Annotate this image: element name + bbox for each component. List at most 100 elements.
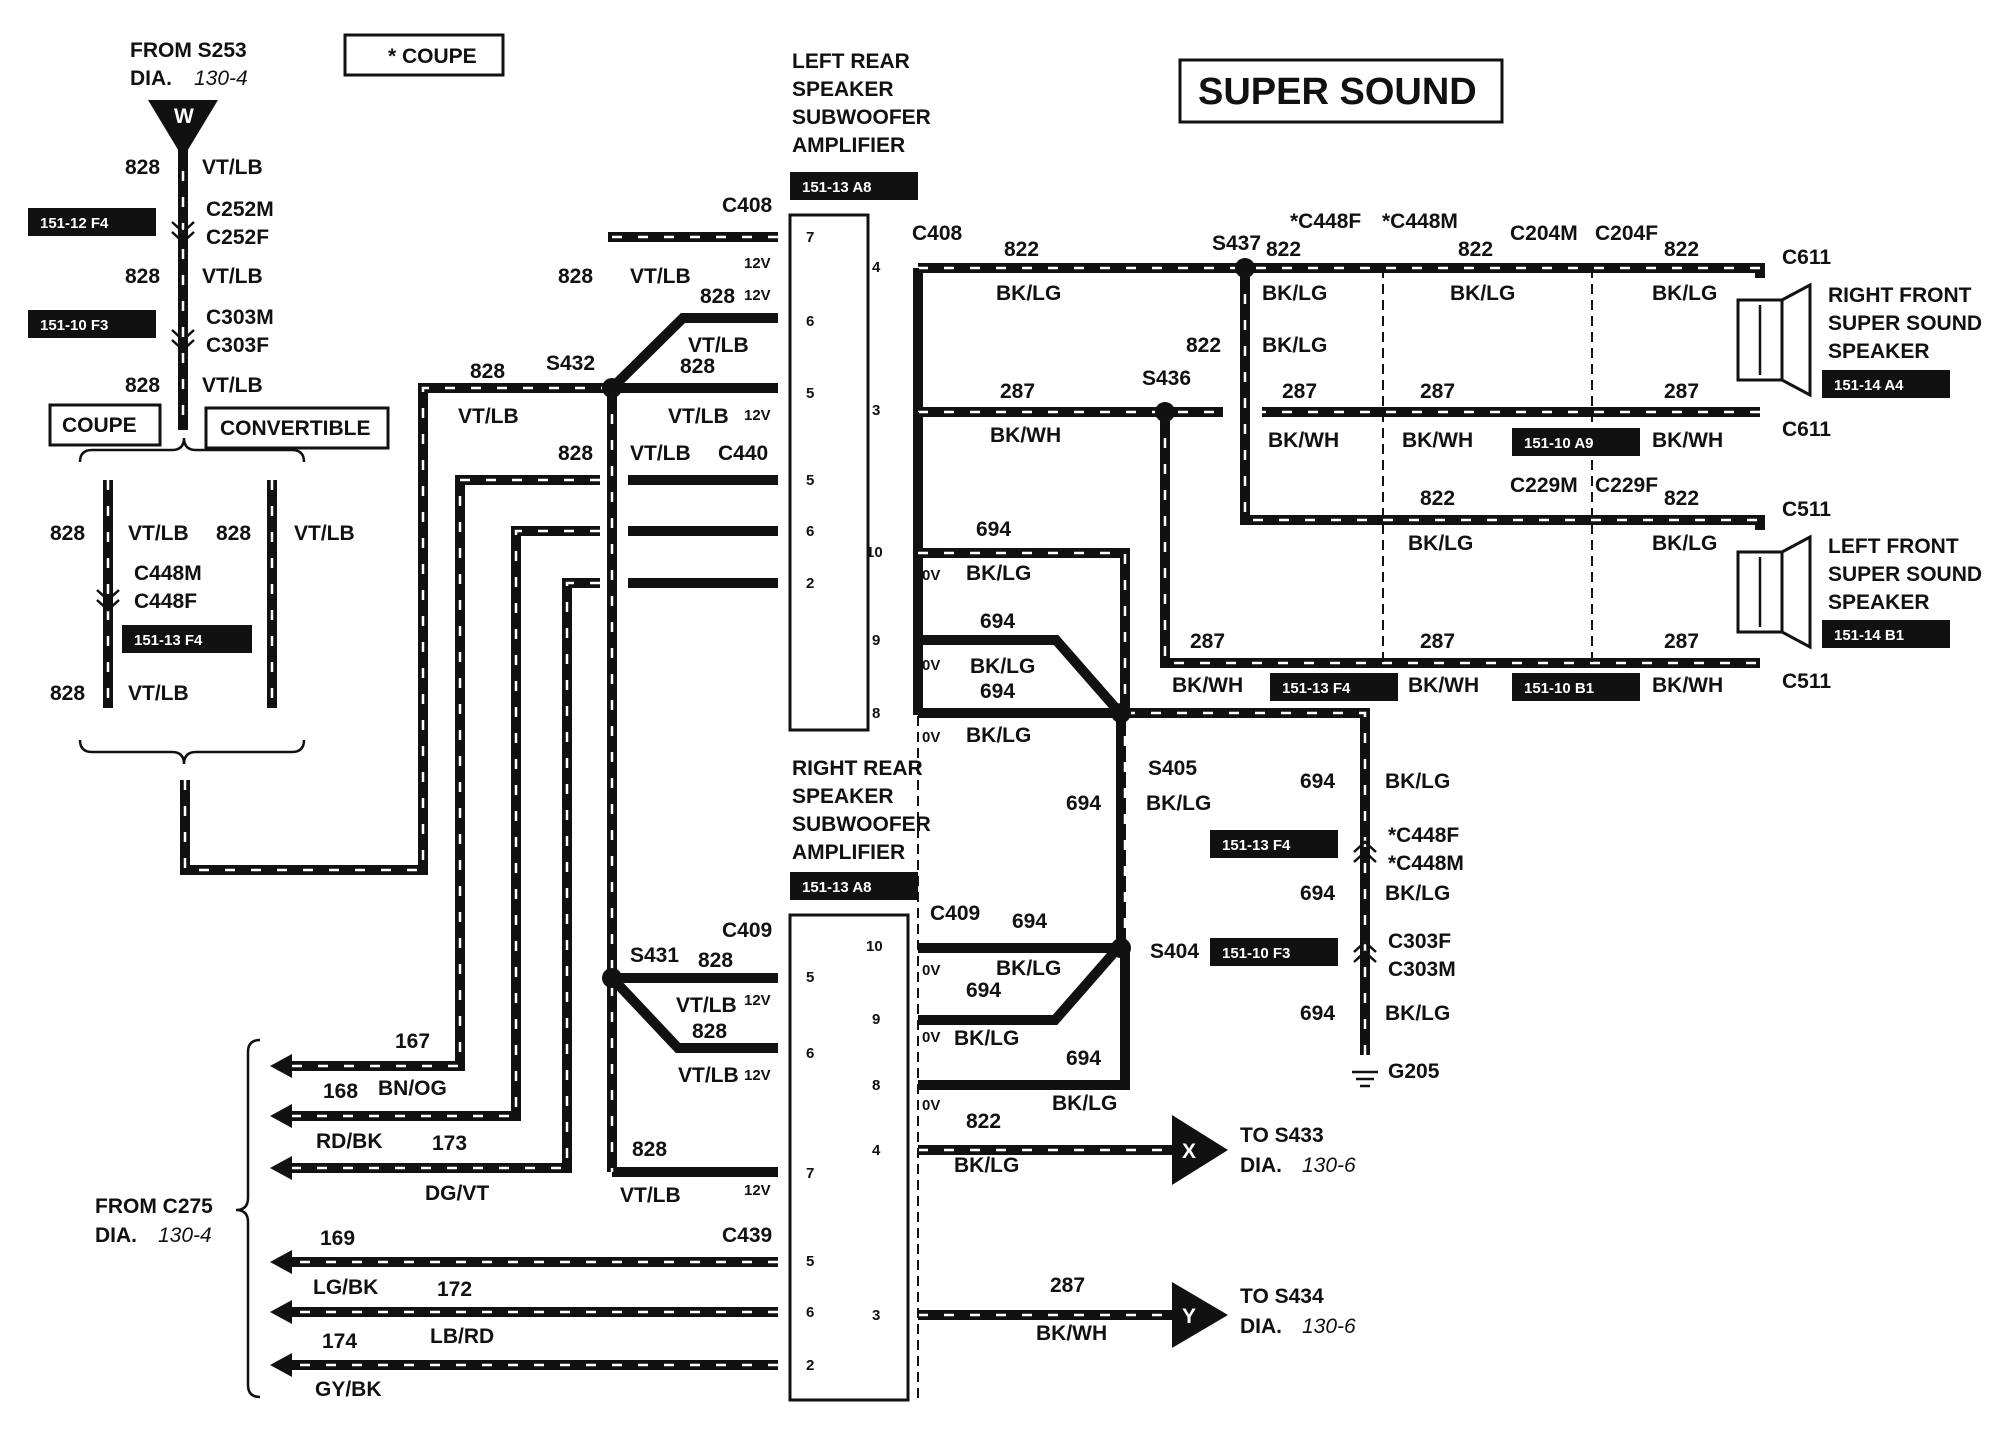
col-bklg-l: BK/LG	[1385, 770, 1450, 793]
arrow-173	[270, 1156, 292, 1180]
marker-y-label: Y	[1182, 1305, 1196, 1328]
col-lgbk: LG/BK	[313, 1276, 378, 1299]
pin-3-left: 3	[872, 402, 880, 419]
num-828-f: 828	[50, 682, 85, 705]
label-s405: S405	[1148, 757, 1197, 780]
col-bklg-a: BK/LG	[996, 282, 1061, 305]
wire-694-f	[918, 948, 1130, 1090]
col-bkwh-c: BK/WH	[1402, 429, 1473, 452]
col-bklg-r: BK/LG	[954, 1154, 1019, 1177]
conn-c252m: C252M	[206, 198, 274, 221]
pin-5b-right: 5	[806, 1253, 814, 1270]
pin-7-right: 7	[806, 1165, 814, 1182]
left-amp-line1: LEFT REAR	[792, 50, 910, 73]
num-822-c: 822	[1186, 334, 1221, 357]
col-bklg-e: BK/LG	[1652, 282, 1717, 305]
num-828-m: 828	[692, 1020, 727, 1043]
splice-s432	[602, 378, 622, 398]
conn-c229m: C229M	[1510, 474, 1578, 497]
num-287-c: 287	[1420, 380, 1455, 403]
volt-12v-c: 12V	[744, 407, 771, 424]
col-vtlb-c: VT/LB	[202, 374, 263, 397]
ref-box-3	[122, 625, 252, 653]
num-828-k: 828	[558, 442, 593, 465]
pin-5-right: 5	[806, 969, 814, 986]
col-vtlb-j: VT/LB	[668, 405, 729, 428]
volt-12v-d: 12V	[744, 992, 771, 1009]
conn-c448f: C448F	[134, 590, 197, 613]
wire-694-e	[918, 944, 1122, 1025]
num-828-b: 828	[125, 265, 160, 288]
label-coupe: COUPE	[62, 414, 137, 437]
c252-chevron	[171, 221, 195, 244]
right-amp-line1: RIGHT REAR	[792, 757, 923, 780]
c448-chevron	[96, 589, 120, 612]
volt-0v-f: 0V	[922, 1097, 940, 1114]
label-convertible: CONVERTIBLE	[220, 417, 371, 440]
ref-box-1	[28, 208, 156, 236]
marker-y	[1172, 1282, 1228, 1348]
conn-c229f: C229F	[1595, 474, 1658, 497]
conn-c448m-s: *C448M	[1382, 210, 1458, 233]
col-vtlb-f: VT/LB	[128, 682, 189, 705]
pin-3-right: 3	[872, 1307, 880, 1324]
pin-10-right: 10	[866, 938, 883, 955]
num-828-c: 828	[125, 374, 160, 397]
pin-2-left: 2	[806, 575, 814, 592]
pin-6b-right: 6	[806, 1304, 814, 1321]
to-s433-dia-num: 130-6	[1302, 1154, 1356, 1177]
volt-12v-a: 12V	[744, 255, 771, 272]
ref-12: 151-10 F3	[1222, 945, 1290, 962]
from-c275-dia: DIA.	[95, 1224, 137, 1247]
to-s433-dia: DIA.	[1240, 1154, 1282, 1177]
num-167: 167	[395, 1030, 430, 1053]
left-amp-line2: SPEAKER	[792, 78, 894, 101]
pin-6b-left: 6	[806, 523, 814, 540]
ref-box-9	[1512, 673, 1640, 701]
num-822-d: 822	[1458, 238, 1493, 261]
conn-c448f-s: *C448F	[1290, 210, 1361, 233]
volt-0v-a: 0V	[922, 567, 940, 584]
pin-5-left: 5	[806, 385, 814, 402]
num-287-d: 287	[1664, 380, 1699, 403]
col-lbrd: LB/RD	[430, 1325, 494, 1348]
ref-2: 151-10 F3	[40, 317, 108, 334]
legend-coupe: * COUPE	[388, 45, 477, 68]
col-bklg-h: BK/LG	[966, 562, 1031, 585]
right-amp-box	[788, 913, 910, 1402]
col-bklg-o: BK/LG	[996, 957, 1061, 980]
conn-c409a: C409	[722, 919, 772, 942]
num-287-g: 287	[1664, 630, 1699, 653]
num-828-i: 828	[700, 285, 735, 308]
pin-6-left: 6	[806, 313, 814, 330]
c448-g205-chevron	[1353, 840, 1377, 863]
ref-box-6	[1512, 428, 1640, 456]
pin-2-right: 2	[806, 1357, 814, 1374]
num-174: 174	[322, 1330, 357, 1353]
pin-10-left: 10	[866, 544, 883, 561]
num-287-e: 287	[1190, 630, 1225, 653]
tracer-167	[290, 478, 600, 1068]
from-c275-dia-num: 130-4	[158, 1224, 212, 1247]
from-s253-dia: DIA.	[130, 67, 172, 90]
pin-9-right: 9	[872, 1011, 880, 1028]
tracer-822-lf	[1243, 268, 1760, 522]
lf-speaker-line2: SUPER SOUND	[1828, 563, 1982, 586]
num-694-c: 694	[980, 680, 1015, 703]
convertible-box	[204, 406, 390, 450]
ref-10: 151-13 A8	[802, 879, 872, 896]
pin-5b-left: 5	[806, 472, 814, 489]
conn-c204f: C204F	[1595, 222, 1658, 245]
num-287-b: 287	[1282, 380, 1317, 403]
splices	[602, 258, 1255, 988]
ref-11: 151-13 F4	[1222, 837, 1291, 854]
col-bklg-d: BK/LG	[1450, 282, 1515, 305]
num-172: 172	[437, 1278, 472, 1301]
title: SUPER SOUND	[1198, 71, 1477, 113]
col-vtlb-k: VT/LB	[630, 442, 691, 465]
bracket-top	[78, 437, 306, 463]
pin-9-left: 9	[872, 632, 880, 649]
ref-box-2	[28, 310, 156, 338]
volt-0v-d: 0V	[922, 962, 940, 979]
conn-c448m: C448M	[134, 562, 202, 585]
